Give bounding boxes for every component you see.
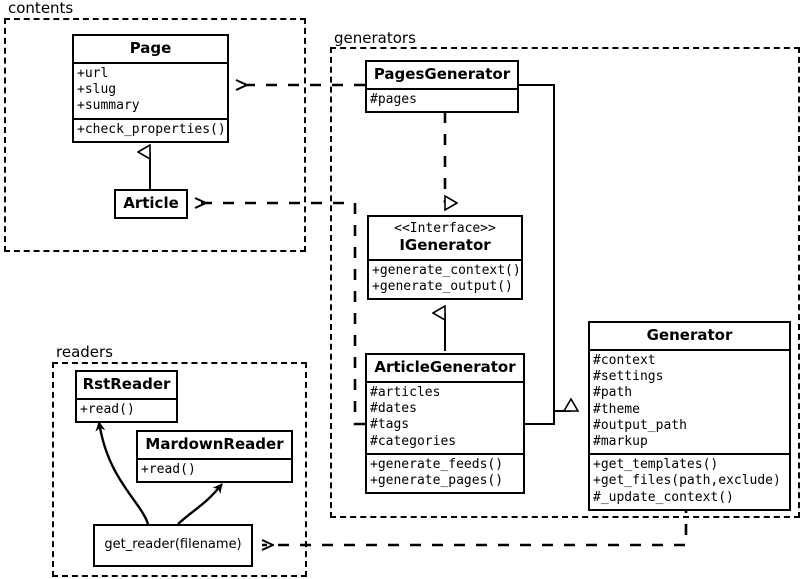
attribute: #tags [370,417,410,433]
attribute: +url [77,66,109,81]
class-rstreader[interactable]: RstReader +read() [75,370,178,424]
function-get-reader[interactable]: get_reader(filename) [93,524,253,567]
attribute: +summary [77,98,140,114]
attribute: #articles [370,385,441,400]
attribute: #categories [370,433,457,449]
class-generator-methods: +get_templates() +get_files(path,exclude… [590,453,789,509]
attribute: #settings [593,369,664,385]
class-generator-title: Generator [646,326,733,344]
method: +read() [80,402,135,417]
class-rstreader-methods: +read() [77,398,176,421]
attribute: #dates [370,401,417,417]
class-pagesgenerator-attributes: #pages [367,88,517,111]
method: +generate_context() [372,263,521,278]
attribute: +slug [77,82,117,98]
attribute: #output_path [593,417,687,433]
package-generators-label: generators [332,29,418,47]
class-mardownreader[interactable]: MardownReader +read() [136,430,293,484]
class-pagesgenerator[interactable]: PagesGenerator #pages [365,60,519,114]
package-readers-label: readers [54,343,115,361]
package-contents-frame [4,18,306,252]
attribute: #context [593,353,656,368]
function-get-reader-label: get_reader(filename) [104,537,242,553]
class-articlegenerator-attributes: #articles #dates #tags #categories [367,381,523,453]
class-articlegenerator[interactable]: ArticleGenerator #articles #dates #tags … [365,353,525,495]
class-articlegenerator-methods: +generate_feeds() +generate_pages() [367,452,523,492]
method: +get_files(path,exclude) [593,473,781,489]
attribute: #markup [593,434,648,450]
method: +get_templates() [593,457,719,473]
class-article-title: Article [123,194,179,212]
method: #_update_context() [593,489,734,505]
method: +generate_feeds() [370,456,504,472]
class-page[interactable]: Page +url +slug +summary +check_properti… [72,34,229,143]
method: +generate_pages() [370,473,504,489]
class-page-attributes: +url +slug +summary [74,62,227,118]
package-generators-frame [330,47,800,518]
class-generator[interactable]: Generator #context #settings #path #them… [588,321,791,511]
class-igenerator-name: IGenerator [399,236,491,254]
attribute: #path [593,385,633,401]
class-igenerator-title: <<Interface>> IGenerator [369,217,521,259]
class-page-methods: +check_properties() [74,117,227,141]
method: +read() [141,462,196,477]
package-readers-frame [52,362,307,577]
class-articlegenerator-title: ArticleGenerator [374,358,516,376]
class-igenerator[interactable]: <<Interface>> IGenerator +generate_conte… [367,215,523,301]
class-pagesgenerator-title: PagesGenerator [373,65,511,83]
class-page-title: Page [129,39,172,57]
class-igenerator-stereotype: <<Interface>> [394,221,496,236]
class-mardownreader-title: MardownReader [145,435,284,453]
package-contents-label: contents [6,0,76,17]
method: +check_properties() [77,121,226,137]
attribute: #theme [593,401,640,417]
method: +generate_output() [372,279,513,295]
class-article[interactable]: Article [114,189,188,219]
class-generator-attributes: #context #settings #path #theme #output_… [590,349,789,453]
class-mardownreader-methods: +read() [138,458,291,481]
class-rstreader-title: RstReader [82,375,171,393]
attribute: #pages [370,92,417,107]
class-igenerator-methods: +generate_context() +generate_output() [369,259,521,298]
